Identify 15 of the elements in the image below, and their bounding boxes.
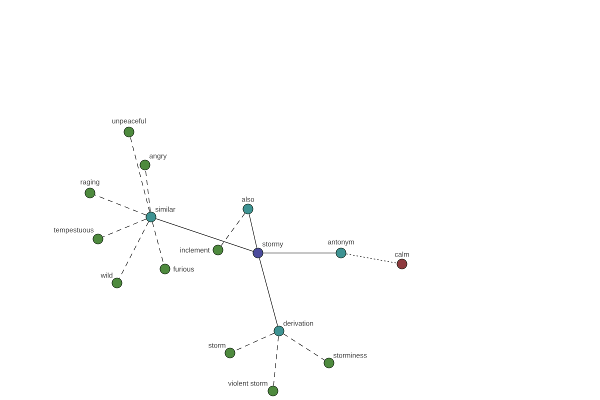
connector-line [152,222,164,264]
connector-line [283,334,325,360]
connector-line [220,212,246,246]
connector-line [102,218,146,238]
connector-line [234,332,274,352]
connector-line [156,218,254,252]
connector-line [130,136,150,212]
connector-line [273,336,279,386]
connector-line [263,252,336,254]
connector-line [346,254,398,264]
connector-line [94,194,146,216]
connector-line [259,258,278,326]
connector-line [119,221,149,279]
connector-line [248,214,258,248]
connector-line [145,170,151,212]
